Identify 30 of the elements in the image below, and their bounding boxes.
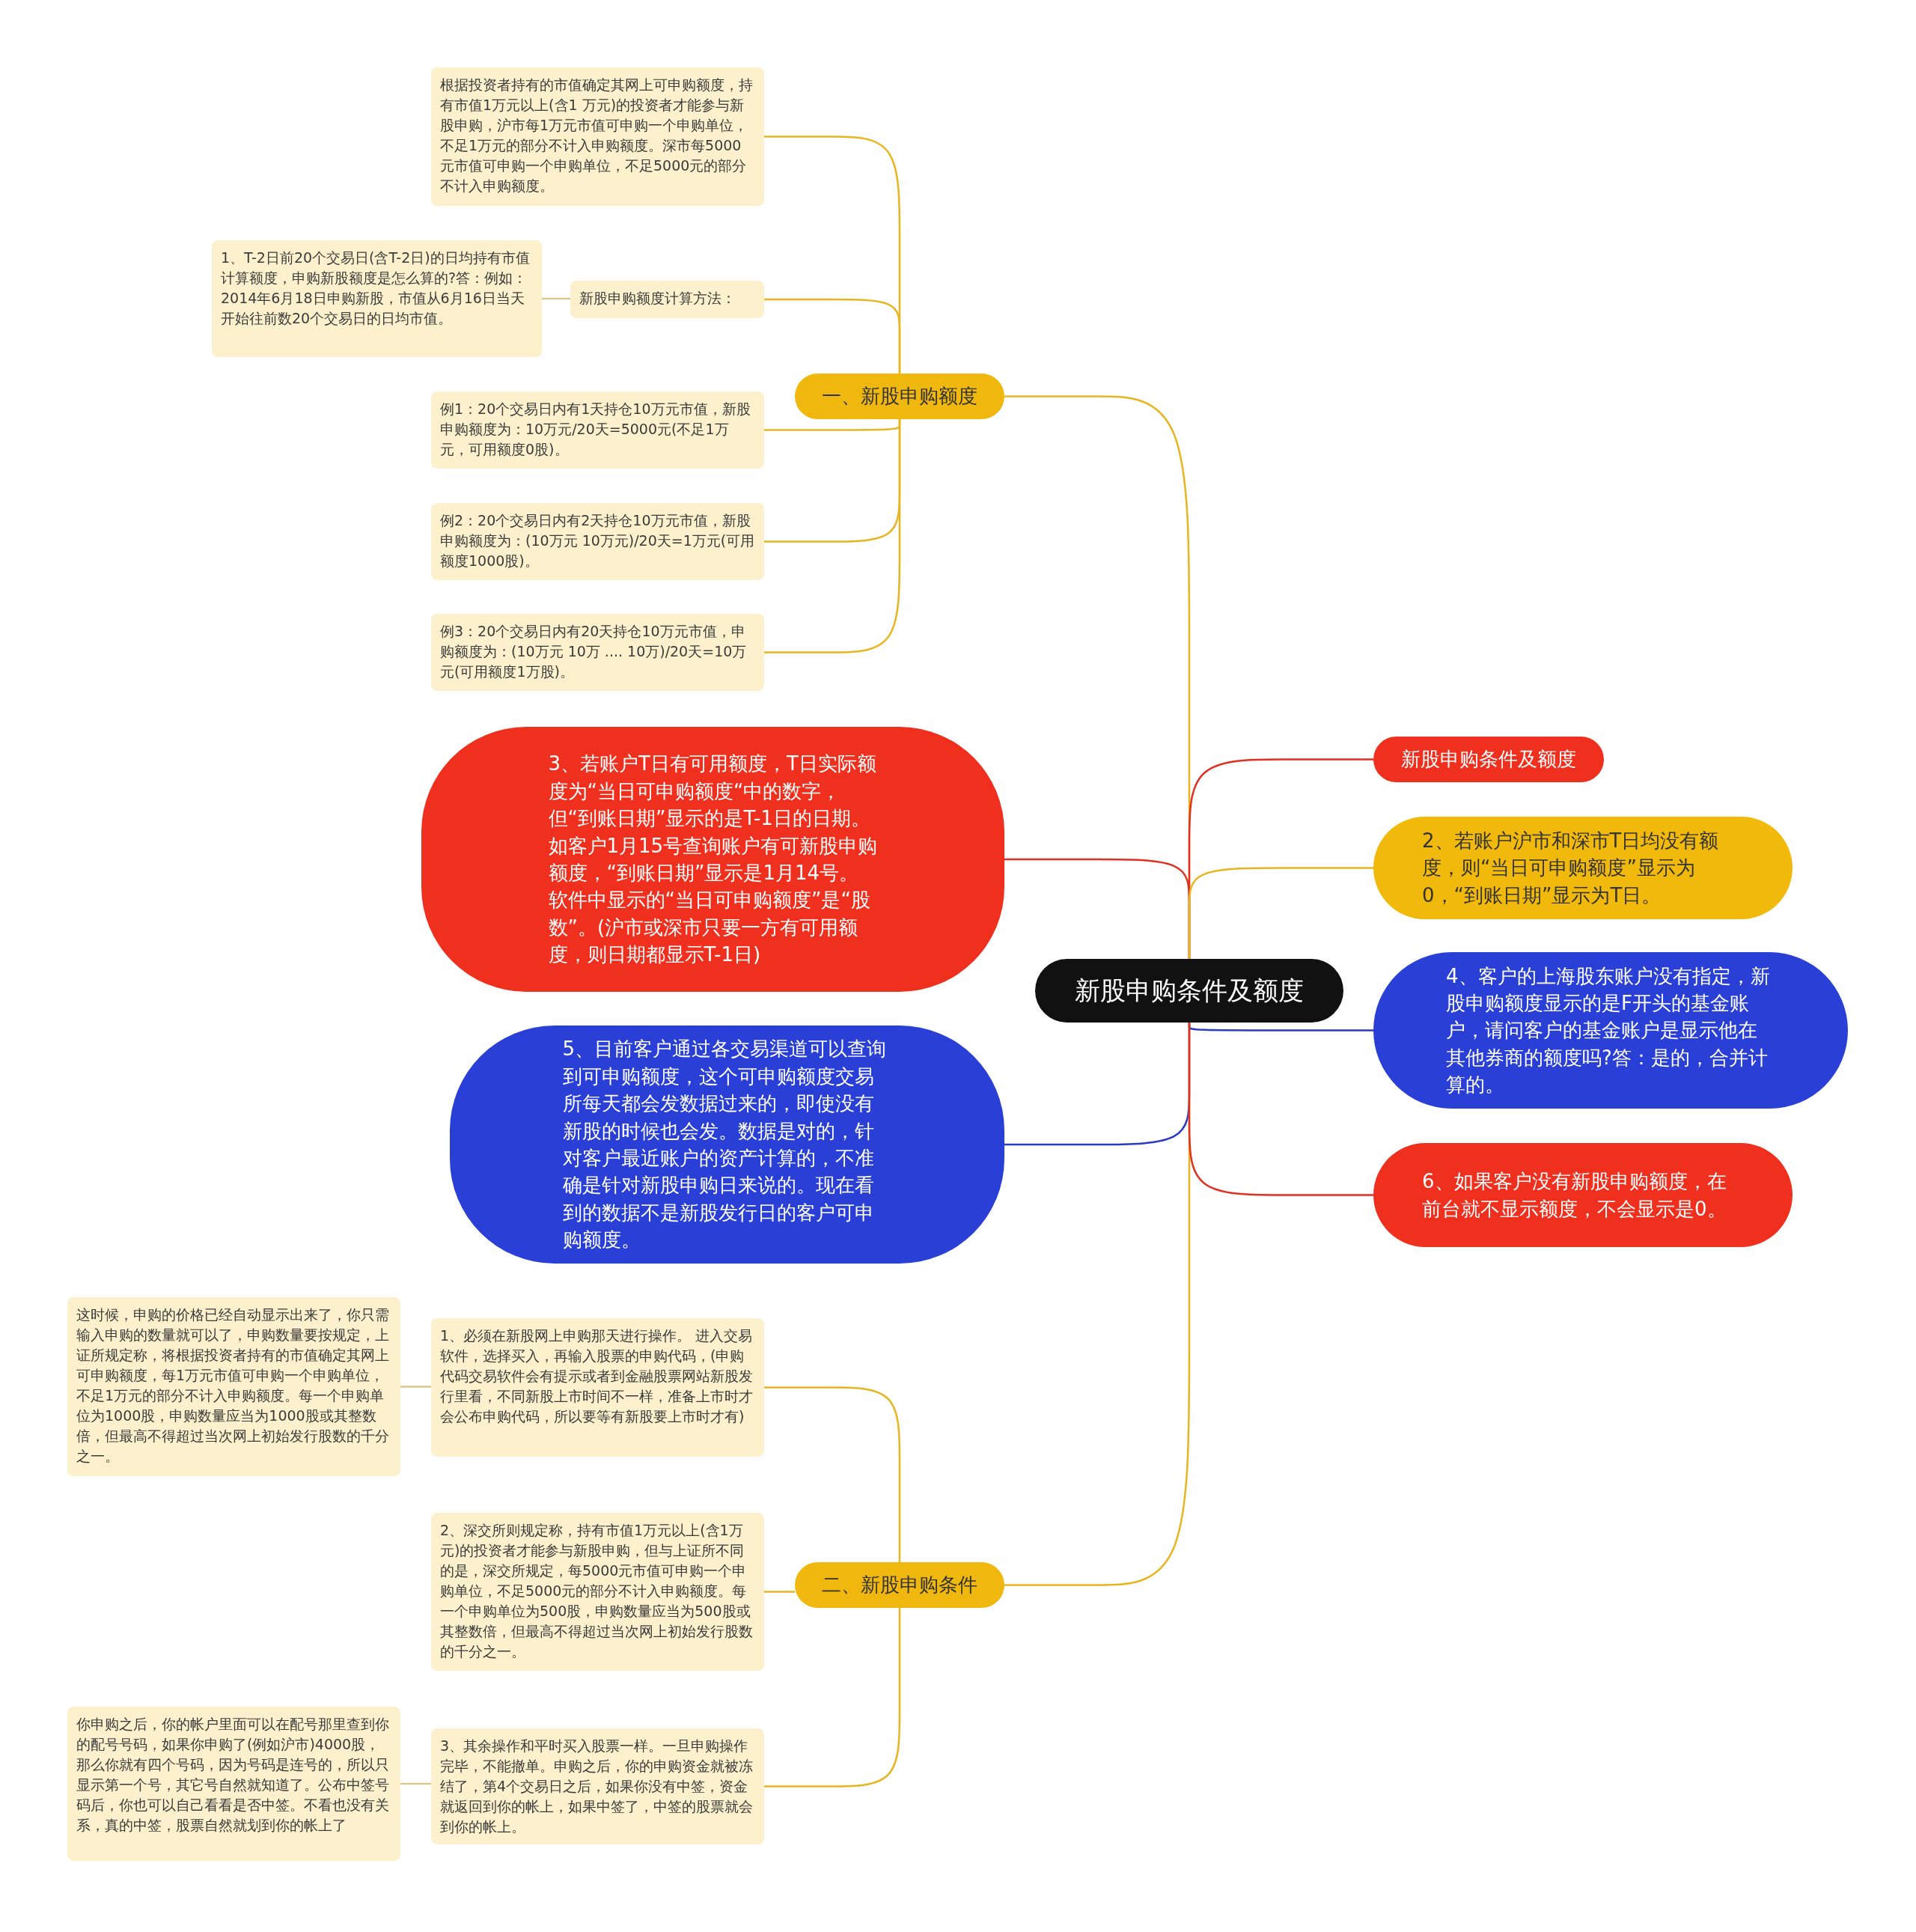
note-card: 1、T-2日前20个交易日(含T-2日)的日均持有市值计算额度，申购新股额度是怎么算的?答：例如：2014年6月18日申购新股，市值从6月16日当天开始往前数20个交易日的日均市值。: [212, 240, 542, 357]
note-card: 新股申购额度计算方法：: [570, 281, 764, 318]
note-card: 根据投资者持有的市值确定其网上可申购额度，持有市值1万元以上(含1 万元)的投资者才能参与新股申购，沪市每1万元市值可申购一个申购单位，不足1万元的部分不计入申购额度。深市每5000元市值可申购一个申购单位，不足5000元的部分不计入申购额度。: [431, 67, 764, 206]
connector-line: [764, 1386, 901, 1562]
branch-topic: 一、新股申购额度: [795, 374, 1004, 419]
note-card: 例1：20个交易日内有1天持仓10万元市值，新股申购额度为：10万元/20天=5000元(不足1万元，可用额度0股)。: [431, 391, 764, 469]
note-card: 2、深交所则规定称，持有市值1万元以上(含1万元)的投资者才能参与新股申购，但与上证所不同的是，深交所规定，每5000元市值可申购一个申购单位，不足5000元的部分不计入申购额度。每一个申购单位为500股，申购数量应当为500股或其整数倍，但最高不得超过当次网上初始发行股数的千分之一。: [431, 1513, 764, 1671]
note-card: 这时候，申购的价格已经自动显示出来了，你只需输入申购的数量就可以了，申购数量要按规定，上证所规定称，将根据投资者持有的市值确定其网上可申购额度，每1万元市值可申购一个申购单位，不足1万元的部分不计入申购额度。每一个申购单位为1000股，申购数量应当为1000股或其整数倍，但最高不得超过当次网上初始发行股数的千分之一。: [67, 1297, 400, 1476]
topic-pill: 6、如果客户没有新股申购额度，在前台就不显示额度，不会显示是0。: [1373, 1143, 1793, 1247]
topic-pill: 4、客户的上海股东账户没有指定，新股申购额度显示的是F开头的基金账户，请问客户的基金账户是显示他在其他券商的额度吗?答：是的，合并计算的。: [1373, 952, 1848, 1109]
connector-line: [542, 297, 570, 300]
note-card: 例2：20个交易日内有2天持仓10万元市值，新股申购额度为：(10万元 10万元)/20天=1万元(可用额度1000股)。: [431, 503, 764, 580]
branch-topic: 二、新股申购条件: [795, 1562, 1004, 1608]
connector-line: [400, 1386, 431, 1388]
note-card: 3、其余操作和平时买入股票一样。一旦申购操作完毕，不能撤单。申购之后，你的申购资金就被冻结了，第4个交易日之后，如果你没有中签，资金就返回到你的帐上，如果中签了，中签的股票就会到你的帐上。: [431, 1728, 764, 1844]
note-card: 例3：20个交易日内有20天持仓10万元市值，申购额度为：(10万元 10万 .... 10万)/20天=10万元(可用额度1万股)。: [431, 614, 764, 691]
connector-line: [400, 1782, 431, 1785]
connector-line: [764, 1591, 795, 1593]
note-card: 1、必须在新股网上申购那天进行操作。 进入交易软件，选择买入，再输入股票的申购代码，(申购代码交易软件会有提示或者到金融股票网站新股发行里看，不同新股上市时间不一样，准备上市时才会公布申购代码，所以要等有新股要上市时才有): [431, 1318, 764, 1457]
topic-pill: 新股申购条件及额度: [1373, 737, 1604, 782]
central-topic: 新股申购条件及额度: [1035, 959, 1343, 1023]
connector-line: [764, 298, 901, 374]
topic-pill: 5、目前客户通过各交易渠道可以查询到可申购额度，这个可申购额度交易所每天都会发数据过来的，即使没有新股的时候也会发。数据是对的，针对客户最近账户的资产计算的，不准确是针对新股申购日来说的。现在看到的数据不是新股发行日的客户可申购额度。: [450, 1026, 1004, 1264]
connector-line: [764, 1608, 901, 1788]
connector-line: [1188, 867, 1373, 959]
topic-pill: 2、若账户沪市和深市T日均没有额度，则“当日可申购额度”显示为0，“到账日期”显示为T日。: [1373, 817, 1793, 919]
connector-line: [1188, 1023, 1373, 1196]
topic-pill: 3、若账户T日有可用额度，T日实际额度为“当日可申购额度“中的数字，但“到账日期”显示的是T-1日的日期。如客户1月15号查询账户有可新股申购额度，“到账日期”显示是1月14号。软件中显示的“当日可申购额度”是“股数”。(沪市或深市只要一方有可用额度，则日期都显示T-1日): [421, 727, 1004, 992]
connector-line: [764, 419, 901, 653]
note-card: 你申购之后，你的帐户里面可以在配号那里查到你的配号号码，如果你申购了(例如沪市)4000股，那么你就有四个号码，因为号码是连号的，所以只显示第一个号，其它号自然就知道了。公布中签号码后，你也可以自己看看是否中签。不看也没有关系，真的中签，股票自然就划到你的帐上了: [67, 1707, 400, 1861]
